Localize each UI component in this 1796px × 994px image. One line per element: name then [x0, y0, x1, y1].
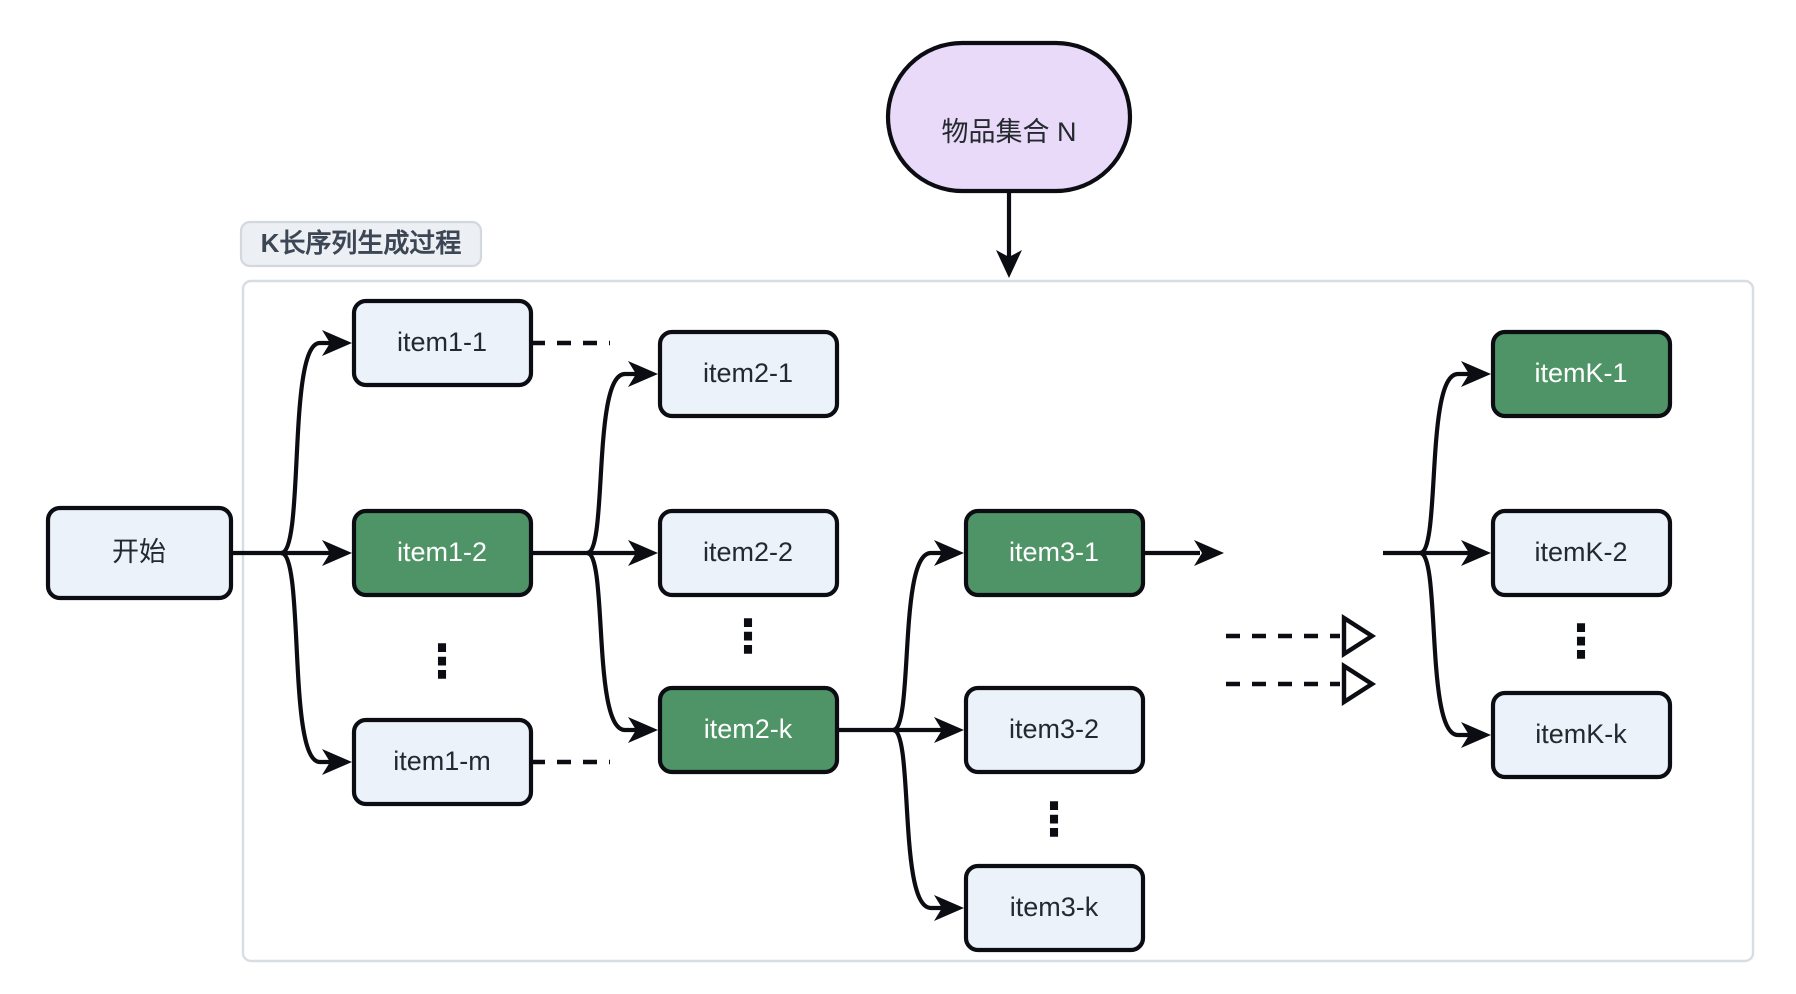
arrowhead-continuation-2-icon — [1341, 661, 1377, 707]
arrowhead-item1-1 — [322, 330, 352, 356]
arrowhead-item3-1-out — [1194, 540, 1224, 566]
start-node-label: 开始 — [112, 537, 166, 567]
node-item3-k-label: item3-k — [1010, 892, 1099, 922]
node-itemK-1-label: itemK-1 — [1534, 358, 1627, 388]
ellipsis-column-3: ⋮ — [1031, 793, 1077, 845]
node-itemK-k-label: itemK-k — [1535, 719, 1627, 749]
edge-item2-k-to-item3-k — [892, 727, 942, 911]
edge-start-to-item1-m — [280, 550, 330, 765]
edge-item2-k-to-item3-1 — [892, 550, 942, 733]
arrowhead-item3-k — [934, 895, 964, 921]
node-item2-2-label: item2-2 — [703, 537, 793, 567]
node-item2-1[interactable] — [657, 329, 840, 419]
ellipsis-column-1: ⋮ — [419, 635, 465, 687]
arrowhead-item2-k — [628, 717, 658, 743]
arrowhead-item3-2 — [934, 717, 964, 743]
node-item3-2-label: item3-2 — [1009, 714, 1099, 744]
arrowhead-item1-m — [322, 749, 352, 775]
edge-start-to-item1-1 — [280, 340, 330, 556]
arrowhead-itemK-2 — [1461, 540, 1491, 566]
node-item1-2-label: item1-2 — [397, 537, 487, 567]
edge-to-itemK-1 — [1419, 371, 1469, 556]
arrowhead-item3-1 — [934, 540, 964, 566]
subgraph-container — [241, 279, 1755, 963]
node-item2-2[interactable] — [657, 508, 840, 598]
node-item1-m-label: item1-m — [393, 746, 491, 776]
arrowhead-item2-2 — [628, 540, 658, 566]
edge-to-itemK-k — [1418, 550, 1469, 738]
node-item2-k-label: item2-k — [704, 714, 793, 744]
node-itemK-1[interactable] — [1490, 329, 1673, 419]
edge-item1-2-to-item2-1 — [586, 371, 636, 556]
node-itemK-2-label: itemK-2 — [1534, 537, 1627, 567]
node-item3-2[interactable] — [963, 685, 1146, 775]
ellipsis-column-2: ⋮ — [725, 610, 771, 662]
subgraph-label-chip — [239, 220, 483, 268]
node-item3-k[interactable] — [963, 863, 1146, 953]
arrowhead-itemK-k — [1461, 722, 1491, 748]
node-item1-1-label: item1-1 — [397, 327, 487, 357]
edge-item1-2-to-item2-k — [586, 550, 636, 733]
arrowhead-continuation-1-icon — [1341, 613, 1377, 659]
node-itemK-k[interactable] — [1490, 690, 1673, 780]
arrowhead-itemK-1 — [1461, 361, 1491, 387]
arrowhead-pool-to-subgraph — [996, 250, 1022, 278]
arrowhead-item2-1 — [628, 361, 658, 387]
subgraph-label: K长序列生成过程 — [261, 228, 462, 258]
node-itemK-2[interactable] — [1490, 508, 1673, 598]
arrowhead-item1-2 — [322, 540, 352, 566]
node-item2-1-label: item2-1 — [703, 358, 793, 388]
item-pool-label: 物品集合 N — [942, 117, 1077, 147]
node-item3-1-label: item3-1 — [1009, 537, 1099, 567]
ellipsis-column-K: ⋮ — [1558, 615, 1604, 667]
